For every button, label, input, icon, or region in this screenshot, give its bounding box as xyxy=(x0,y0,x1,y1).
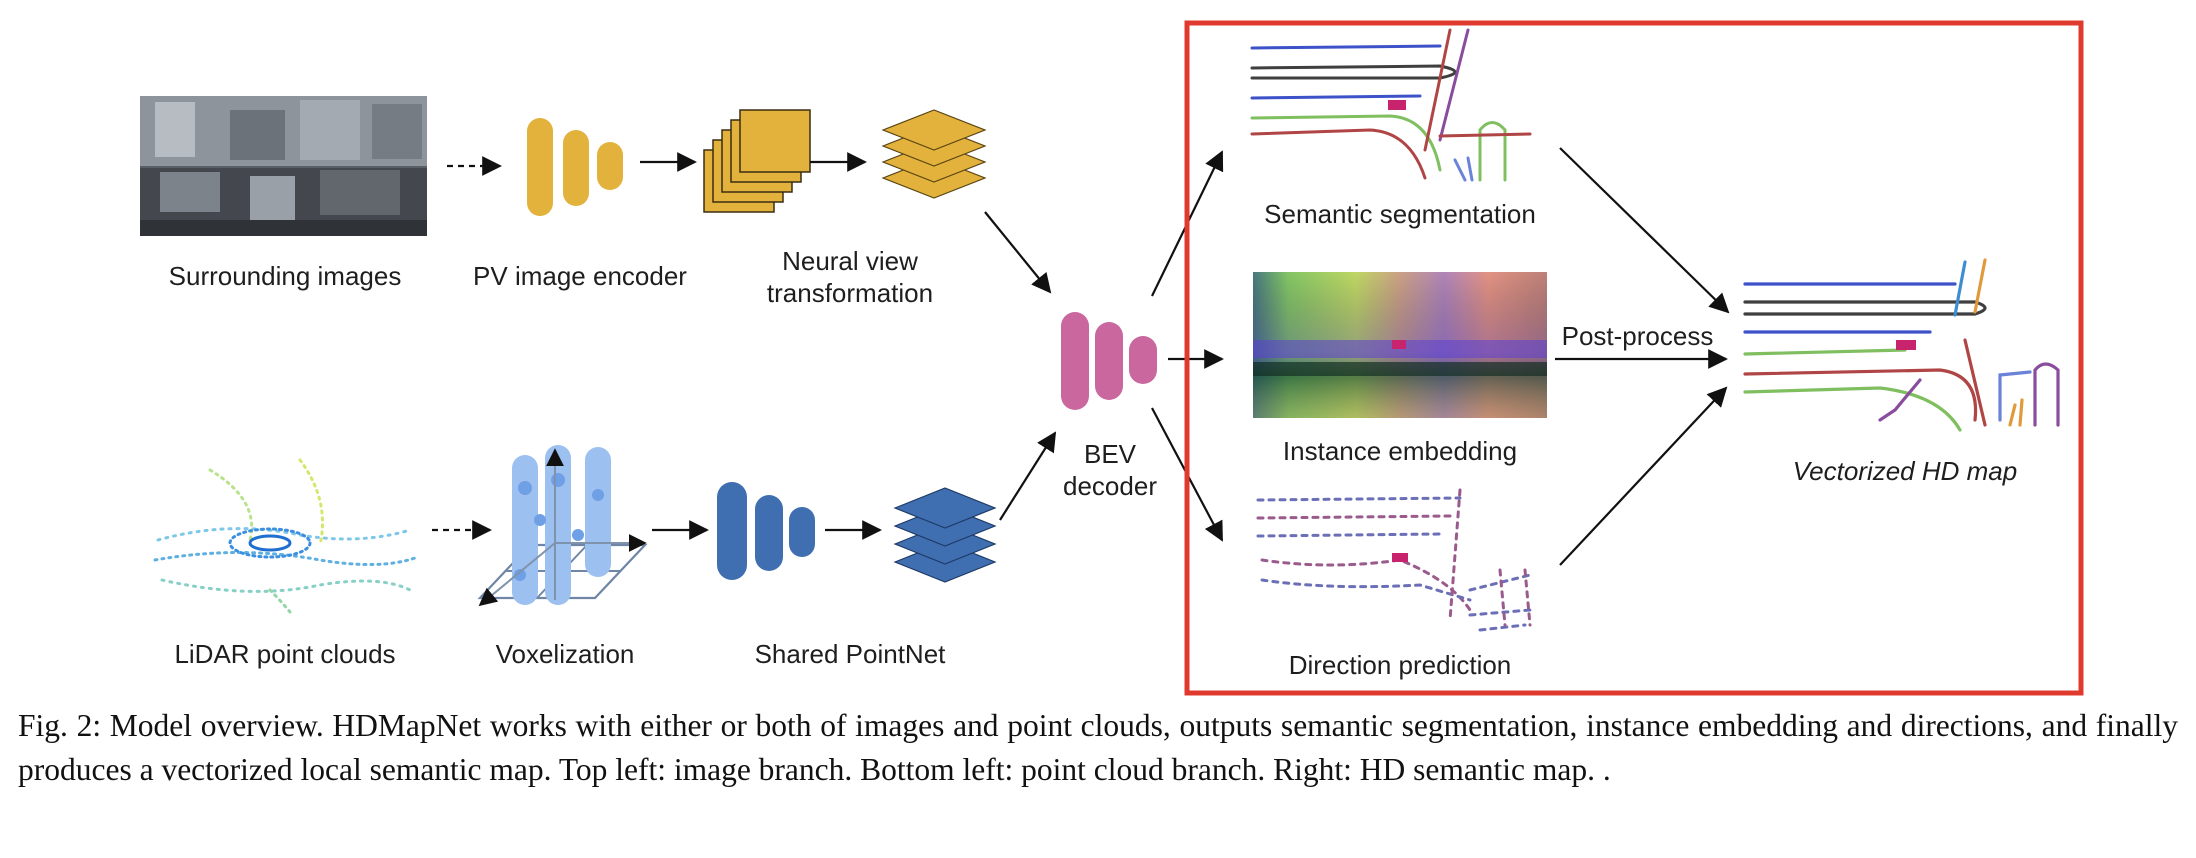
vectorized-hd-map-thumbnail xyxy=(1743,258,2060,432)
figure-caption: Fig. 2: Model overview. HDMapNet works w… xyxy=(18,708,2178,787)
label-neural-view-line1: Neural view xyxy=(782,246,918,276)
model-overview-figure: Surrounding images PV image encoder Neur… xyxy=(140,20,2084,696)
arrow-segmentation-to-map xyxy=(1559,147,1730,314)
instance-embedding-thumbnail xyxy=(1253,272,1547,418)
arrow-image-bev-to-decoder xyxy=(984,211,1052,294)
label-neural-view-line2: transformation xyxy=(766,278,934,308)
pv-image-encoder-shape xyxy=(527,118,623,216)
bev-feature-stack-image xyxy=(881,109,987,199)
label-vectorized-hd-map: Vectorized HD map xyxy=(1792,456,2018,486)
label-pv-image-encoder: PV image encoder xyxy=(473,261,687,291)
direction-prediction-thumbnail xyxy=(1256,488,1532,632)
shared-pointnet-shape xyxy=(717,482,815,580)
label-voxelization: Voxelization xyxy=(495,639,635,669)
semantic-segmentation-thumbnail xyxy=(1250,28,1532,182)
surrounding-images-thumbnail xyxy=(140,96,427,236)
lidar-point-cloud-thumbnail xyxy=(153,458,417,614)
label-bev-line2: decoder xyxy=(1063,471,1157,501)
bev-decoder-shape xyxy=(1061,312,1157,410)
label-lidar-point-clouds: LiDAR point clouds xyxy=(174,639,396,669)
hd-map-highlight-box xyxy=(1184,20,2084,696)
voxelization-shape xyxy=(477,445,648,607)
flow-arrows xyxy=(432,147,1730,566)
label-surrounding-images: Surrounding images xyxy=(168,261,402,291)
label-direction-prediction: Direction prediction xyxy=(1288,650,1512,680)
label-shared-pointnet: Shared PointNet xyxy=(754,639,946,669)
feature-map-stack xyxy=(703,109,811,213)
label-post-process: Post-process xyxy=(1561,321,1714,351)
arrow-direction-to-map xyxy=(1559,386,1728,566)
bev-feature-stack-pointcloud xyxy=(893,487,997,583)
label-semantic-segmentation: Semantic segmentation xyxy=(1264,199,1536,229)
diagram-canvas xyxy=(140,20,2084,696)
label-bev-line1: BEV xyxy=(1083,439,1137,469)
arrow-lidar-bev-to-decoder xyxy=(999,431,1057,521)
label-instance-embedding: Instance embedding xyxy=(1282,436,1518,466)
